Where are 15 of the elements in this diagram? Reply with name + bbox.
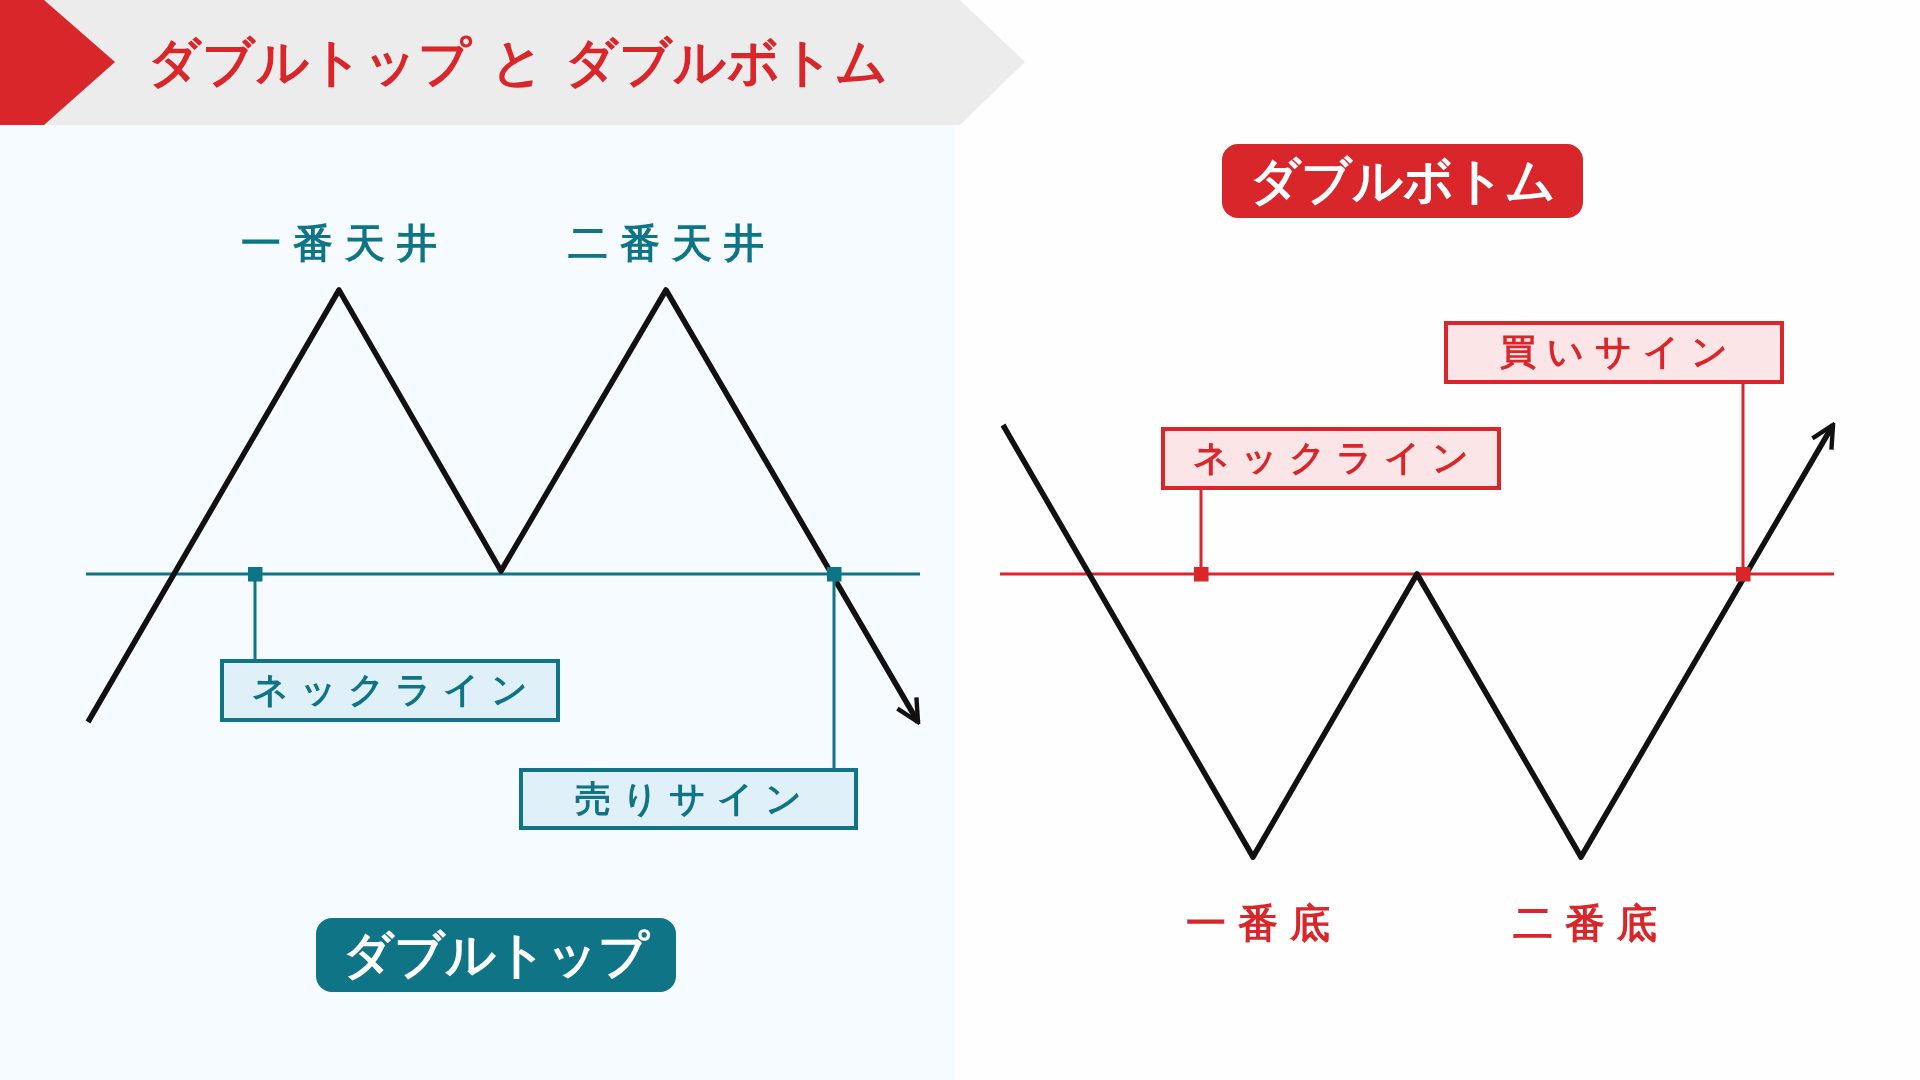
- leader-line: [247, 566, 263, 659]
- label-box: ネックライン: [220, 659, 560, 722]
- title-pill: ダブルボトム: [1222, 144, 1583, 218]
- leader-line: [826, 566, 842, 768]
- leader-line: [1735, 384, 1751, 582]
- peak-label: 二番天井: [568, 219, 776, 268]
- leader-line: [1193, 490, 1209, 582]
- label-box: 買いサイン: [1444, 321, 1784, 384]
- label-box: 売りサイン: [519, 768, 858, 830]
- title: ダブルトップ と ダブルボトム: [148, 31, 889, 94]
- label-box: ネックライン: [1161, 427, 1501, 490]
- title-pill: ダブルトップ: [316, 918, 676, 992]
- peak-label: 二番底: [1513, 899, 1669, 948]
- peak-label: 一番底: [1186, 899, 1342, 948]
- peak-label: 一番天井: [241, 219, 449, 268]
